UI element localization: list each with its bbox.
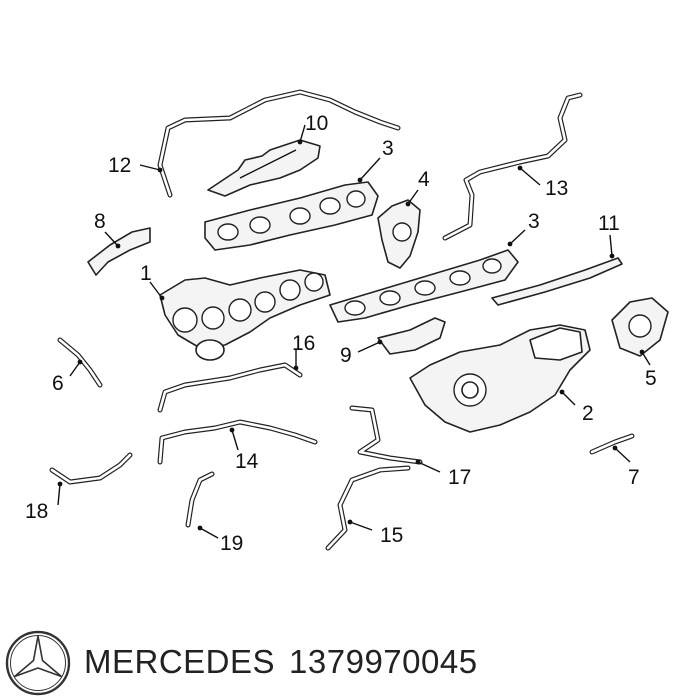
callout-18: 18 <box>25 500 48 523</box>
callout-19: 19 <box>220 532 243 555</box>
part-19-pipe <box>185 471 215 528</box>
part-8-bracket <box>87 227 151 276</box>
callout-8: 8 <box>94 210 106 233</box>
part-10-heat-shield <box>207 139 321 197</box>
part-2-turbocharger <box>409 324 591 433</box>
callout-7: 7 <box>628 466 640 489</box>
part-number: 1379970045 <box>289 643 478 680</box>
callout-14: 14 <box>235 450 259 473</box>
part-17-pipe <box>349 405 423 465</box>
footer-caption: MERCEDES 1379970045 <box>84 643 492 681</box>
callout-1: 1 <box>140 262 152 285</box>
callout-10: 10 <box>305 112 328 135</box>
part-6-pipe <box>57 337 103 388</box>
mercedes-star-icon <box>5 630 71 696</box>
brand-name: MERCEDES <box>84 643 276 680</box>
part-1-turbocharger <box>159 269 331 361</box>
part-11-strip <box>491 257 623 306</box>
part-3a-gasket <box>204 181 379 251</box>
part-15-pipe <box>325 465 411 551</box>
part-18-pipe <box>49 452 133 485</box>
leader-lines <box>57 124 651 539</box>
callout-15: 15 <box>380 524 403 547</box>
callout-5: 5 <box>645 367 657 390</box>
part-7-pipe <box>589 433 635 455</box>
part-9-gasket <box>377 317 446 355</box>
part-5-flange <box>611 297 669 357</box>
callout-4: 4 <box>418 168 430 191</box>
callout-12: 12 <box>108 154 131 177</box>
part-13-pipe <box>442 92 583 241</box>
callout-13: 13 <box>545 177 568 200</box>
callout-2: 2 <box>582 402 594 425</box>
part-12-pipe <box>157 89 401 198</box>
part-4-flange <box>377 199 421 269</box>
callout-16: 16 <box>292 332 315 355</box>
callout-3-upper: 3 <box>382 137 394 160</box>
part-3b-gasket <box>329 249 519 323</box>
callout-6: 6 <box>52 372 64 395</box>
part-16-pipe <box>157 362 303 413</box>
callout-17: 17 <box>448 466 471 489</box>
callout-3-lower: 3 <box>528 210 540 233</box>
part-14-pipe <box>157 419 318 465</box>
callout-11: 11 <box>598 212 620 235</box>
callout-9: 9 <box>340 344 352 367</box>
